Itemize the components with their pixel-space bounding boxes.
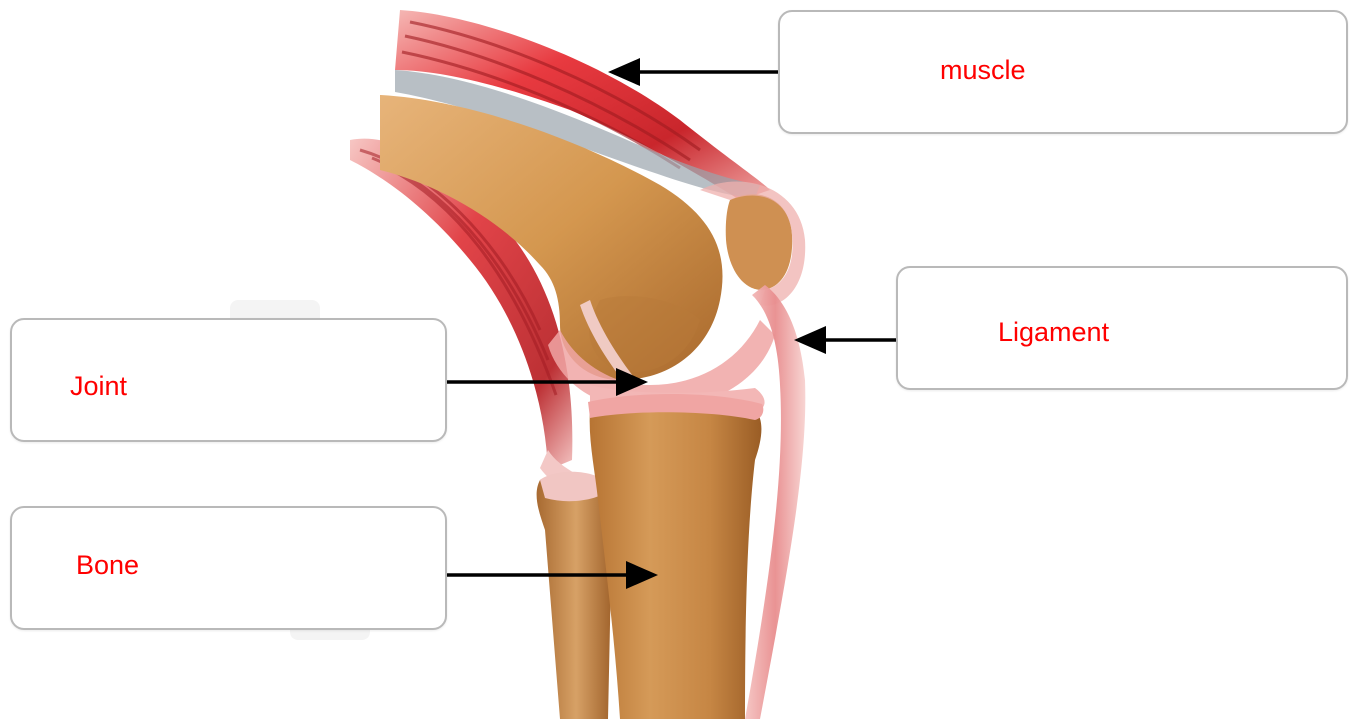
joint-label: Joint	[70, 373, 127, 400]
muscle-arrow	[608, 58, 778, 86]
ligament-arrow	[794, 326, 896, 354]
tibia-bone	[590, 402, 762, 719]
muscle-label-box: muscle	[778, 10, 1348, 134]
bone-label: Bone	[76, 552, 139, 579]
bone-label-box: Bone	[10, 506, 447, 630]
ligament-label: Ligament	[998, 319, 1109, 346]
ligament-label-box: Ligament	[896, 266, 1348, 390]
joint-label-box: Joint	[10, 318, 447, 442]
patella	[726, 194, 792, 290]
muscle-label: muscle	[940, 57, 1026, 84]
